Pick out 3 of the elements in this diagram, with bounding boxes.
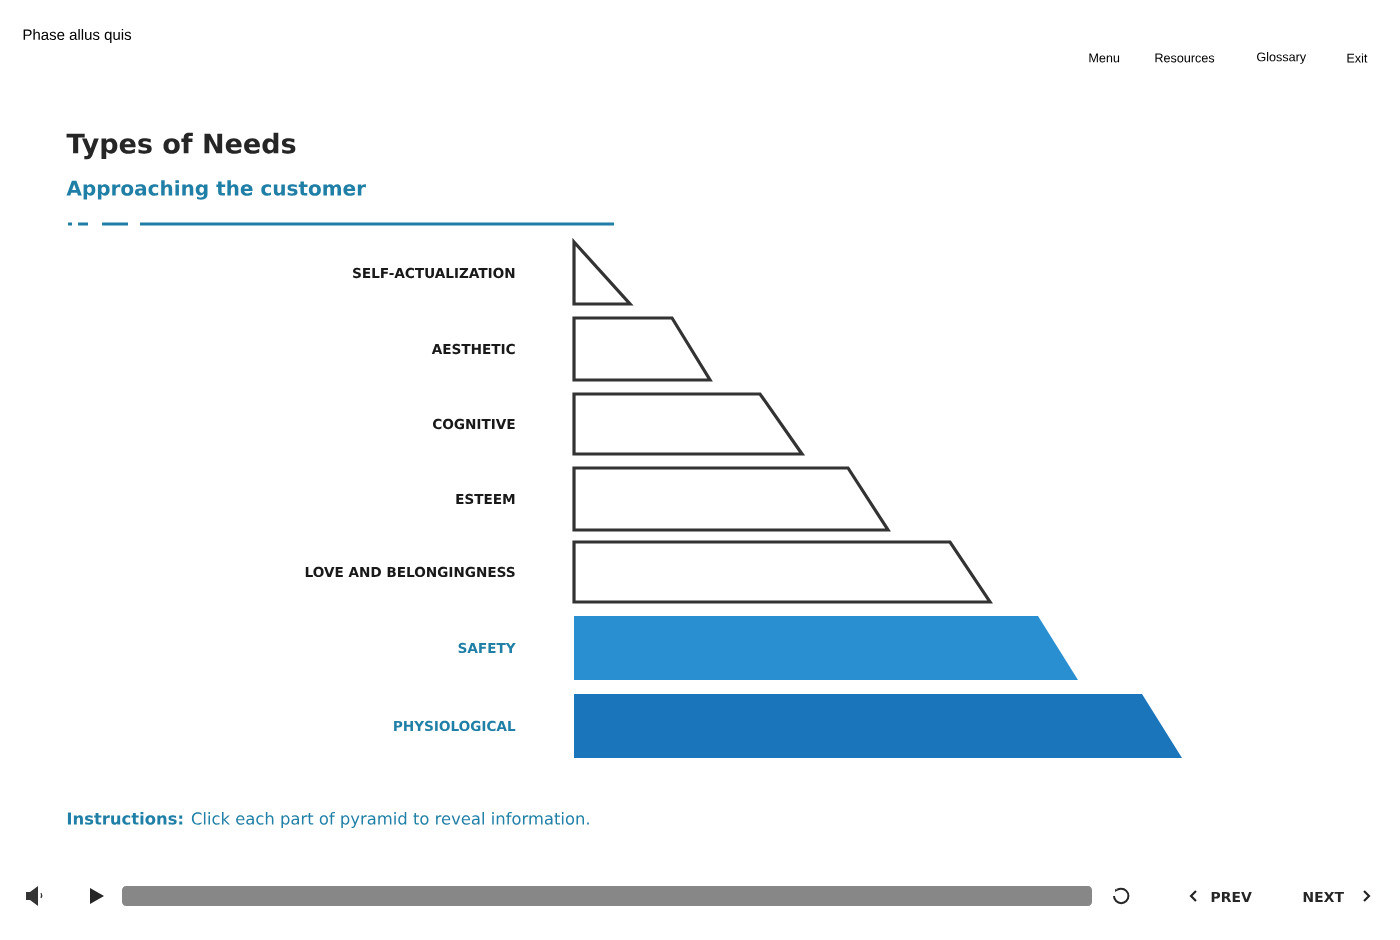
page-title: Types of Needs [66,132,296,160]
instructions-text: Instructions: Click each part of pyramid to reveal information. [67,812,589,828]
subtitle: Approaching the customer [66,180,366,200]
